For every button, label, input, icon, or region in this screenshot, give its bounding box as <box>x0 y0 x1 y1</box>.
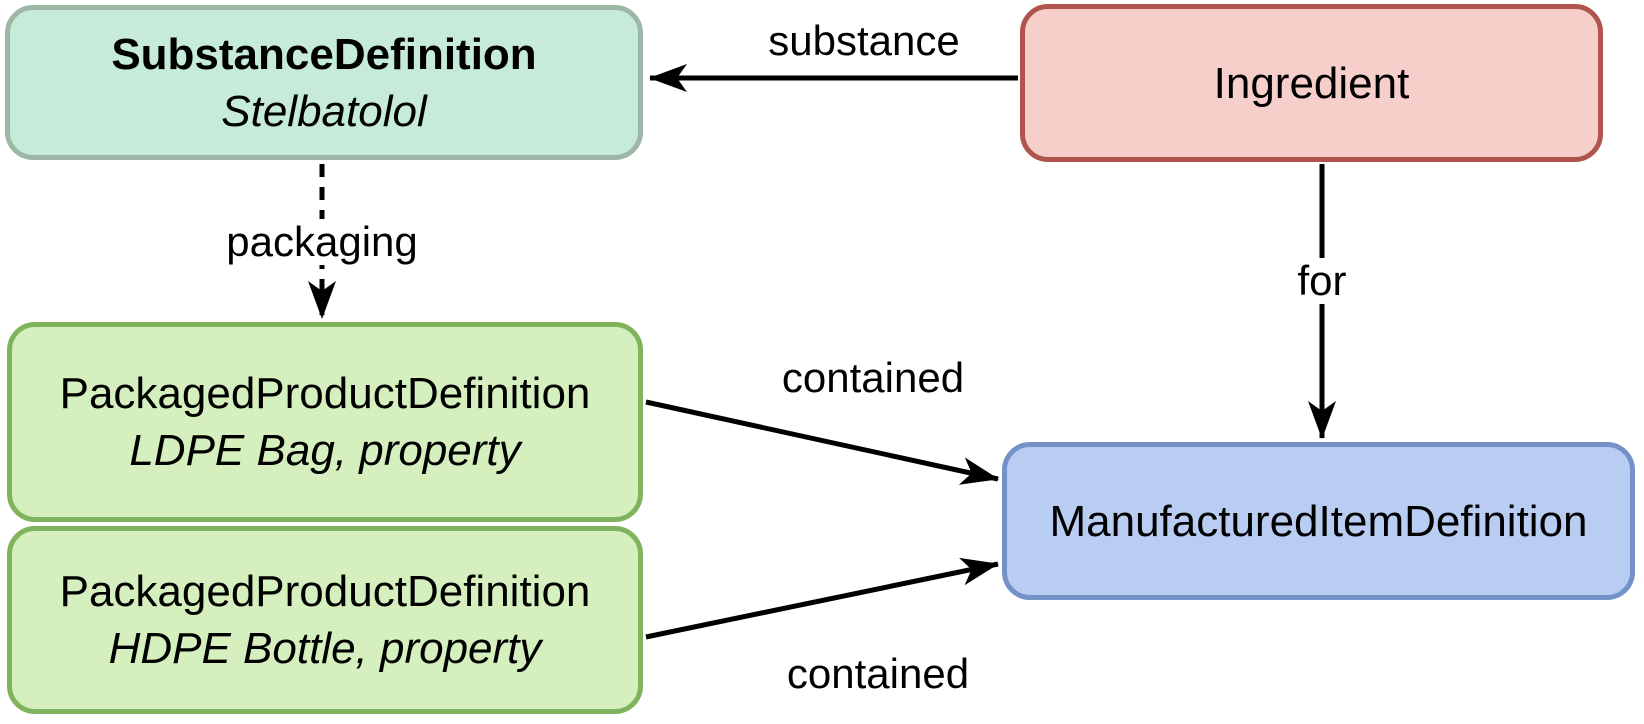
edge-label-substance: substance <box>760 18 968 64</box>
node-manufactured-item-definition: ManufacturedItemDefinition <box>1002 442 1635 600</box>
node-title: PackagedProductDefinition <box>59 567 591 616</box>
edge-label-packaging: packaging <box>218 219 426 265</box>
edge-label-contained-bottom: contained <box>778 651 978 697</box>
node-title: PackagedProductDefinition <box>59 369 591 418</box>
node-title: ManufacturedItemDefinition <box>1049 496 1588 546</box>
node-title: Ingredient <box>1213 58 1410 108</box>
edge-label-for: for <box>1289 258 1355 304</box>
node-packaged-product-hdpe: PackagedProductDefinition HDPE Bottle, p… <box>7 526 643 714</box>
node-subtitle: Stelbatolol <box>221 86 427 136</box>
edge-contained-top-line <box>645 399 999 485</box>
node-title: SubstanceDefinition <box>111 29 537 79</box>
node-subtitle: HDPE Bottle, property <box>108 624 542 673</box>
node-substance-definition: SubstanceDefinition Stelbatolol <box>5 5 643 160</box>
node-ingredient: Ingredient <box>1020 4 1603 162</box>
node-packaged-product-ldpe: PackagedProductDefinition LDPE Bag, prop… <box>7 322 643 522</box>
node-subtitle: LDPE Bag, property <box>129 426 521 475</box>
edge-label-contained-top: contained <box>773 355 973 401</box>
edge-contained-bottom-line <box>645 557 999 640</box>
